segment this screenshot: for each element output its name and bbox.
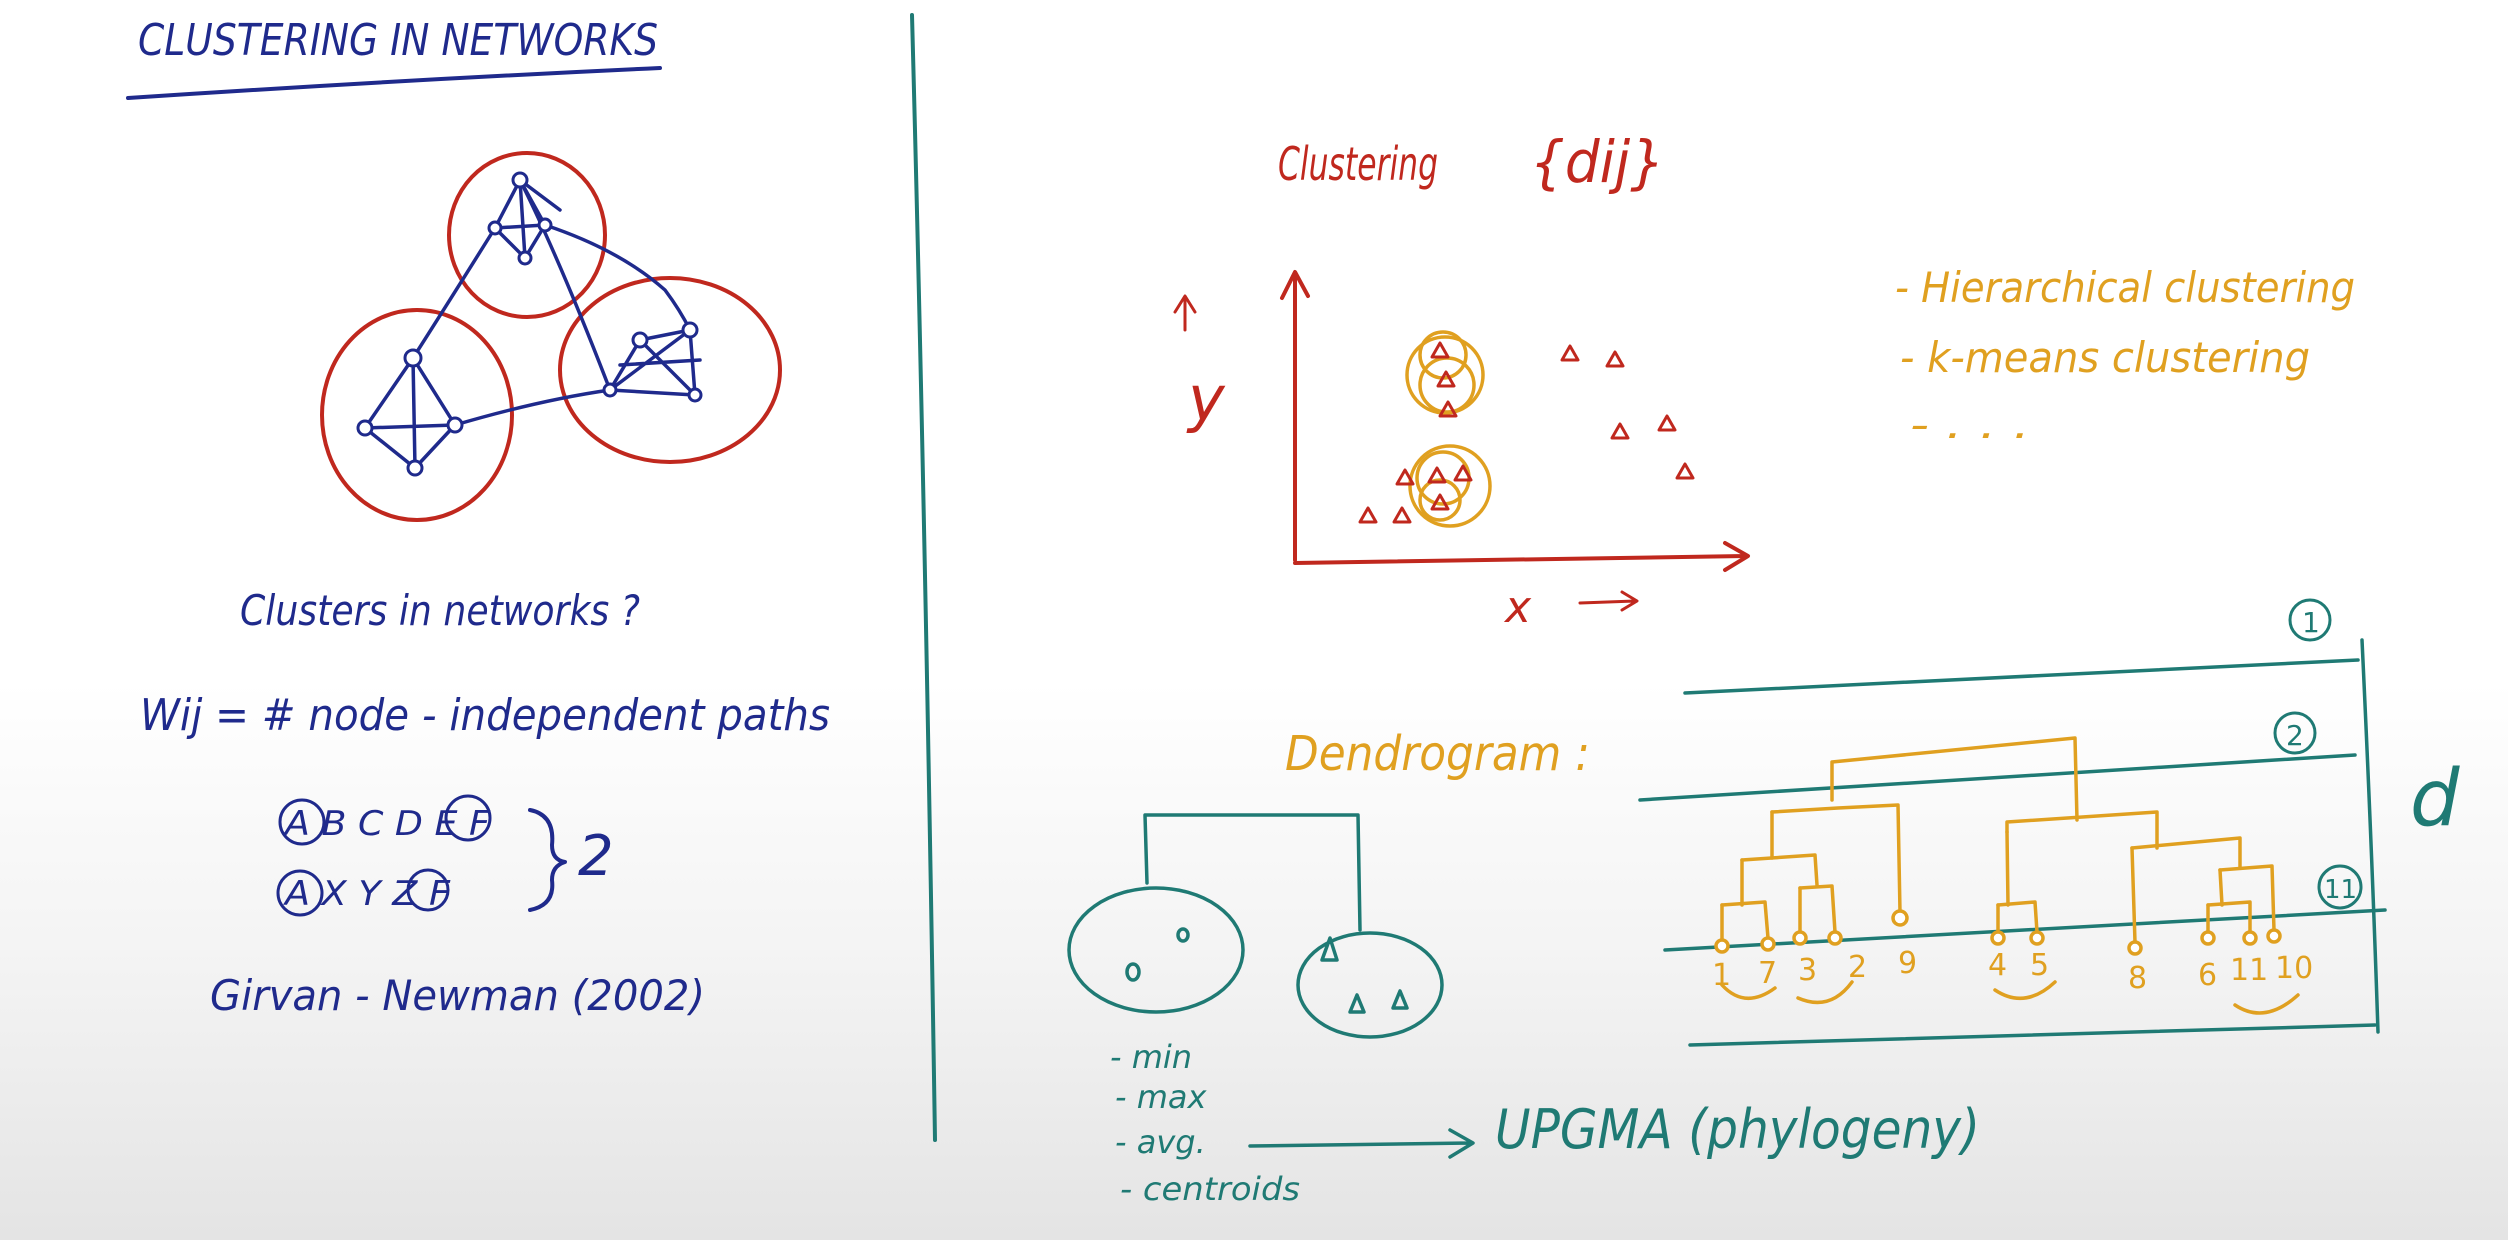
avg-to-upgma-arrow bbox=[1248, 1128, 1475, 1159]
x-axis-label: x bbox=[1503, 582, 1532, 633]
panel-divider bbox=[910, 13, 937, 1142]
dendrogram-label: Dendrogram : bbox=[1285, 726, 1590, 782]
leaf-label: 1 bbox=[1712, 958, 1731, 993]
path-count: 2 bbox=[578, 824, 614, 889]
scatter-plot: y x bbox=[1173, 270, 1750, 633]
cluster-circle-top bbox=[447, 151, 607, 319]
y-axis bbox=[1280, 270, 1310, 562]
leaf-label: 3 bbox=[1798, 953, 1817, 988]
pair-arc-2 bbox=[1796, 980, 1854, 1005]
leaf-label: 7 bbox=[1758, 956, 1777, 991]
clustering-heading: Clustering bbox=[1278, 137, 1438, 191]
cut-level-markers bbox=[2273, 598, 2363, 910]
leaf-label: 11 bbox=[2230, 953, 2268, 988]
leaf-label: 2 bbox=[1848, 950, 1867, 985]
cut-level-2: 2 bbox=[2286, 719, 2304, 752]
dendrogram-leaf-labels: 1 7 3 2 9 4 5 8 6 11 10 bbox=[1712, 946, 2313, 996]
x-direction-arrow bbox=[1578, 590, 1639, 612]
leaf-label: 10 bbox=[2275, 951, 2313, 986]
path2-end-circle bbox=[406, 868, 450, 912]
leaf-label: 4 bbox=[1988, 948, 2007, 983]
brace bbox=[528, 808, 567, 912]
formula-text: Wij = # node - independent paths bbox=[140, 690, 830, 741]
linkage-min: - min bbox=[1110, 1038, 1192, 1076]
network-graph bbox=[320, 151, 782, 522]
cluster-circle-right bbox=[558, 276, 782, 464]
citation-text: Girvan - Newman (2002) bbox=[210, 971, 705, 1020]
upgma-text: UPGMA (phylogeny) bbox=[1495, 1098, 1980, 1161]
path1-start-circle bbox=[278, 798, 326, 846]
pair-arc-1 bbox=[1720, 983, 1777, 1001]
cluster-circle-left bbox=[320, 308, 514, 522]
leaf-label: 8 bbox=[2128, 961, 2147, 996]
pair-arc-3 bbox=[1993, 980, 2057, 1001]
linkage-sketch bbox=[1067, 813, 1444, 1039]
title-underline bbox=[126, 66, 662, 100]
x-axis bbox=[1293, 541, 1750, 572]
path1-end-circle bbox=[444, 794, 492, 842]
path-example-2: A X Y Z F bbox=[283, 874, 451, 914]
y-axis-label: y bbox=[1186, 362, 1226, 435]
cut-level-1: 1 bbox=[2302, 606, 2320, 639]
pair-arc-4 bbox=[2233, 993, 2300, 1015]
method-kmeans: - k-means clustering bbox=[1900, 333, 2310, 382]
left-title: CLUSTERING IN NETWORKS bbox=[138, 15, 658, 66]
cut-lines bbox=[1638, 638, 2387, 1047]
distance-label: d bbox=[2410, 754, 2460, 844]
dendrogram-tree bbox=[1714, 736, 2300, 1015]
leaf-label: 9 bbox=[1898, 946, 1917, 981]
leaf-label: 6 bbox=[2198, 958, 2217, 993]
linkage-avg: - avg. bbox=[1115, 1123, 1206, 1161]
cut-level-11: 11 bbox=[2324, 875, 2357, 905]
question-text: Clusters in networks ? bbox=[240, 586, 640, 635]
path2-start-circle bbox=[276, 869, 324, 917]
method-more: - . . . bbox=[1910, 403, 2030, 447]
linkage-centroids: - centroids bbox=[1120, 1170, 1300, 1208]
distance-set: {dij} bbox=[1530, 128, 1665, 196]
leaf-label: 5 bbox=[2030, 948, 2049, 983]
linkage-max: - max bbox=[1115, 1078, 1208, 1116]
y-direction-arrow bbox=[1173, 294, 1197, 332]
method-hierarchical: - Hierarchical clustering bbox=[1895, 263, 2355, 312]
